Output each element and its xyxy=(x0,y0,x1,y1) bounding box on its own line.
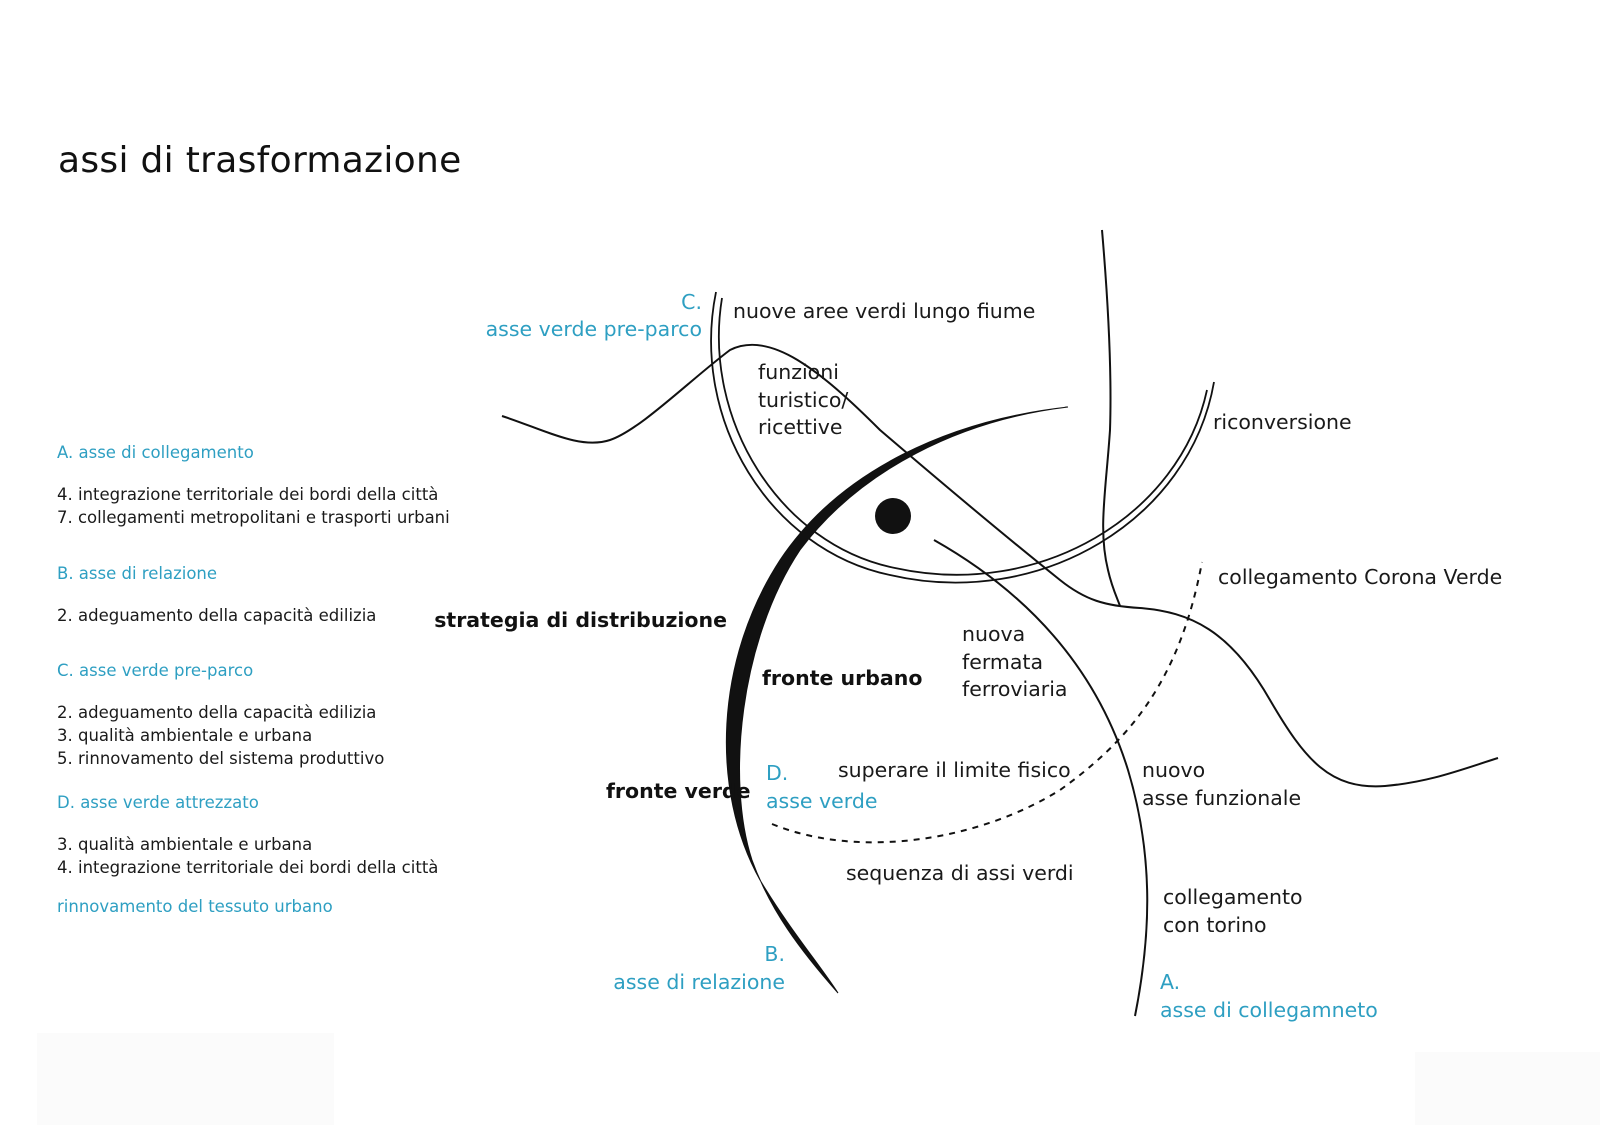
label-fronte-urbano: fronte urbano xyxy=(762,666,923,690)
label-line: fermata xyxy=(962,649,1044,674)
label-b-name: asse di relazione xyxy=(613,970,785,994)
label-line: nuovo xyxy=(1142,758,1206,782)
vertical-line xyxy=(1101,229,1121,607)
label-line: ferroviaria xyxy=(962,677,1068,701)
legend-item: 5. rinnovamento del sistema produttivo xyxy=(57,749,385,768)
label-sequenza: sequenza di assi verdi xyxy=(846,861,1074,885)
axis-a-line xyxy=(933,539,1149,1017)
axis-d-dashed xyxy=(771,561,1203,844)
legend-heading: rinnovamento del tessuto urbano xyxy=(57,897,333,916)
page-title: assi di trasformazione xyxy=(58,140,462,181)
legend-item: 2. adeguamento della capacità edilizia xyxy=(57,703,377,722)
legend-item: 4. integrazione territoriale dei bordi d… xyxy=(57,485,439,504)
label-line: collegamento xyxy=(1163,885,1303,909)
label-c-name: asse verde pre-parco xyxy=(485,317,702,341)
legend-item: 3. qualità ambientale e urbana xyxy=(57,726,313,745)
legend-heading: A. asse di collegamento xyxy=(57,443,254,462)
label-line: nuova xyxy=(962,622,1026,646)
corner-shade xyxy=(1415,1052,1600,1125)
center-dot xyxy=(875,498,911,534)
label-funzioni: funzioni turistico/ ricettive xyxy=(758,359,848,442)
crescent-b xyxy=(725,406,1069,994)
corner-shade xyxy=(37,1033,334,1125)
legend-heading: C. asse verde pre-parco xyxy=(57,661,254,680)
legend-items: 2. adeguamento della capacità edilizia 3… xyxy=(57,701,477,770)
legend-items: 4. integrazione territoriale dei bordi d… xyxy=(57,483,477,529)
label-riconversione: riconversione xyxy=(1213,410,1352,434)
river-line xyxy=(501,343,1499,788)
legend-d: D. asse verde attrezzato 3. qualità ambi… xyxy=(57,793,477,879)
label-fermata: nuova fermata ferroviaria xyxy=(962,621,1068,704)
label-fronte-verde: fronte verde xyxy=(606,779,751,803)
label-a-code: A. xyxy=(1160,970,1181,994)
legend-heading: B. asse di relazione xyxy=(57,564,218,583)
label-nuove-aree: nuove aree verdi lungo fiume xyxy=(733,299,1036,323)
legend-b: B. asse di relazione 2. adeguamento dell… xyxy=(57,564,477,627)
legend-item: 7. collegamenti metropolitani e trasport… xyxy=(57,508,450,527)
legend-rinnovamento: rinnovamento del tessuto urbano xyxy=(57,897,477,916)
label-d-name: asse verde xyxy=(766,789,878,813)
arc-c-inner xyxy=(717,297,1208,576)
legend-items: 3. qualità ambientale e urbana 4. integr… xyxy=(57,833,477,879)
label-c-code: C. xyxy=(681,290,702,314)
legend-item: 2. adeguamento della capacità edilizia xyxy=(57,606,377,625)
label-line: turistico/ xyxy=(758,387,849,412)
legend-item: 4. integrazione territoriale dei bordi d… xyxy=(57,858,439,877)
label-d-code: D. xyxy=(766,761,789,785)
label-line: con torino xyxy=(1163,912,1267,937)
label-line: asse funzionale xyxy=(1142,785,1302,810)
legend-item: 3. qualità ambientale e urbana xyxy=(57,835,313,854)
label-corona-verde: collegamento Corona Verde xyxy=(1218,565,1503,589)
label-collegamento-torino: collegamento con torino xyxy=(1163,884,1303,939)
legend-heading: D. asse verde attrezzato xyxy=(57,793,259,812)
legend-items: 2. adeguamento della capacità edilizia xyxy=(57,604,477,627)
arc-c-outer xyxy=(710,291,1215,584)
legend-c: C. asse verde pre-parco 2. adeguamento d… xyxy=(57,661,477,770)
label-asse-funzionale: nuovo asse funzionale xyxy=(1142,757,1301,812)
legend-a: A. asse di collegamento 4. integrazione … xyxy=(57,443,477,529)
label-line: funzioni xyxy=(758,360,839,384)
label-superare: superare il limite fisico xyxy=(838,758,1071,782)
label-a-name: asse di collegamneto xyxy=(1160,998,1378,1022)
label-line: ricettive xyxy=(758,415,843,439)
label-b-code: B. xyxy=(764,942,785,966)
label-strategia: strategia di distribuzione xyxy=(434,608,727,632)
